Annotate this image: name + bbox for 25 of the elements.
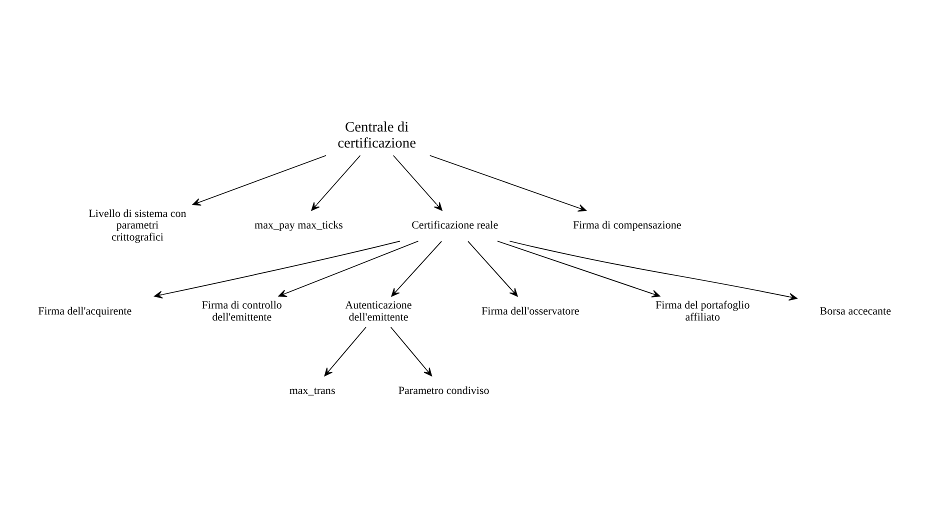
arrow [154,240,400,298]
arrow [392,155,442,211]
node-text: Firma dell'acquirente [38,305,132,318]
node-text: Firma di compensazione [572,220,682,232]
arrow [497,240,660,298]
node-text: Firma di controllo dell'emittente [202,300,282,324]
node-text: Centrale di certificazione [338,119,416,152]
arrow [311,155,361,211]
node-text: max_pay max_ticks [254,220,343,232]
node-text: Firma del portafoglio affiliato [656,300,750,324]
node-text: Parametro condiviso [398,385,490,398]
arrow [192,155,326,206]
node-text: Livello di sistema con parametri crittografici [88,208,186,244]
arrow [468,240,518,297]
node-text: Borsa accecante [820,305,892,318]
arrow [278,240,419,297]
arrow [429,155,586,212]
arrow [391,240,442,297]
node-text: Certificazione reale [412,220,498,232]
arrow [390,326,432,376]
arrow [324,326,366,376]
node-text: max_trans [289,385,336,398]
node-text: Autenticazione dell'emittente [345,300,412,324]
node-text: Firma dell'osservatore [482,305,580,318]
arrow [509,240,798,301]
